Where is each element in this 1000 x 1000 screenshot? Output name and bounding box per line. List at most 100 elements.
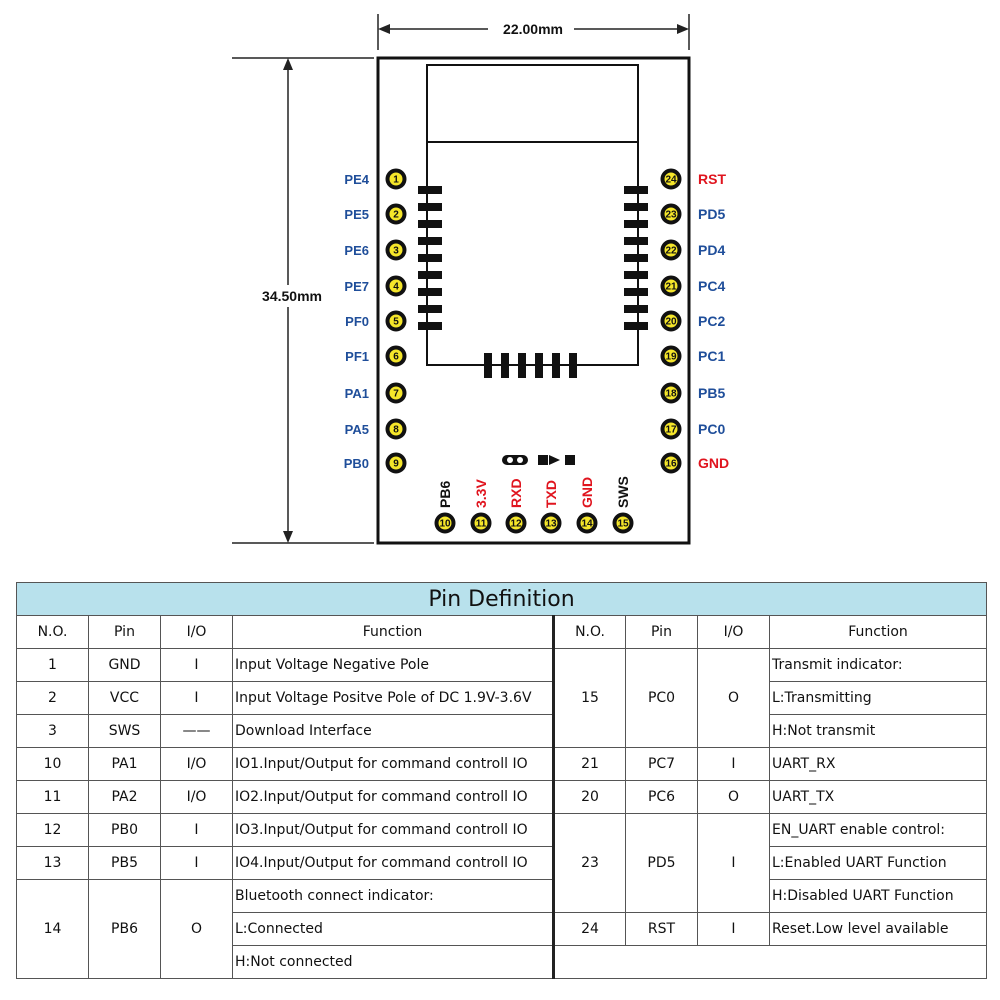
cell-no: 21	[553, 747, 626, 781]
cell-pin: PB0	[88, 813, 161, 847]
pin-number: 1	[393, 175, 399, 186]
pin-pad-24: 24	[660, 168, 682, 190]
header-io: I/O	[160, 615, 233, 649]
cell-pin: PD5	[625, 813, 698, 913]
pad-circle	[660, 418, 682, 440]
cell-function: H:Disabled UART Function	[769, 879, 987, 913]
pin-number: 20	[665, 317, 677, 328]
cell-function: L:Transmitting	[769, 681, 987, 715]
pin-label-13: TXD	[543, 480, 559, 508]
cell-io: I/O	[160, 780, 233, 814]
header-no: N.O.	[553, 615, 626, 649]
cell-pin: GND	[88, 648, 161, 682]
pin-pad-3: 3	[385, 239, 407, 261]
cell-no: 11	[16, 780, 89, 814]
pin-number: 4	[393, 282, 399, 293]
cell-pin: VCC	[88, 681, 161, 715]
bottom-castellation	[501, 353, 509, 378]
pin-number: 22	[665, 246, 677, 257]
right-castellation	[624, 186, 648, 194]
cell-io: I	[697, 813, 770, 913]
pin-pad-6: 6	[385, 345, 407, 367]
header-pin: Pin	[625, 615, 698, 649]
cell-no: 13	[16, 846, 89, 880]
castellation-pads	[418, 186, 648, 378]
pin-label-11: 3.3V	[473, 479, 489, 508]
right-castellation	[624, 220, 648, 228]
pad-circle	[660, 203, 682, 225]
empty-cell	[553, 945, 987, 979]
pad-circle	[660, 345, 682, 367]
cell-pin: RST	[625, 912, 698, 946]
bottom-castellation	[552, 353, 560, 378]
cell-io: I/O	[160, 747, 233, 781]
left-castellation	[418, 305, 442, 313]
pin-label-4: PE7	[344, 279, 369, 294]
pin-label-10: PB6	[437, 481, 453, 508]
pin-pad-12: 12	[505, 512, 527, 534]
pad-circle	[385, 452, 407, 474]
table-row: 2 VCC I Input Voltage Positve Pole of DC…	[16, 681, 987, 715]
cell-no: 2	[16, 681, 89, 715]
pin-label-1: PE4	[344, 172, 369, 187]
cell-function: L:Connected	[232, 912, 555, 946]
table-row: H:Not connected	[17, 945, 987, 979]
pin-pad-4: 4	[385, 275, 407, 297]
cell-pin: PB5	[88, 846, 161, 880]
cell-io: I	[160, 813, 233, 847]
pin-number: 24	[665, 175, 677, 186]
pin-number: 14	[581, 519, 593, 530]
pin-label-12: RXD	[508, 478, 524, 508]
height-label: 34.50mm	[262, 288, 322, 304]
pin-number: 10	[439, 519, 451, 530]
cell-pin: PA1	[88, 747, 161, 781]
pin-label-8: PA5	[345, 422, 369, 437]
left-castellation	[418, 237, 442, 245]
pin-number: 23	[665, 210, 677, 221]
table-row: 10 PA1 I/O IO1.Input/Output for command …	[16, 747, 987, 781]
left-castellation	[418, 203, 442, 211]
pin-pad-15: 15	[612, 512, 634, 534]
pin-pad-1: 1	[385, 168, 407, 190]
pad-circle	[385, 418, 407, 440]
pin-definition-table: Pin Definition N.O. Pin I/O Function N.O…	[16, 582, 987, 979]
bottom-castellation	[518, 353, 526, 378]
pin-pad-22: 22	[660, 239, 682, 261]
cell-function: UART_RX	[769, 747, 987, 781]
pin-label-21: PC4	[698, 278, 725, 294]
cell-pin: PA2	[88, 780, 161, 814]
cell-no: 23	[553, 813, 626, 913]
cell-io: I	[697, 747, 770, 781]
right-castellation	[624, 305, 648, 313]
cell-function: IO4.Input/Output for command controll IO	[232, 846, 555, 880]
pin-pad-11: 11	[470, 512, 492, 534]
pin-number: 6	[393, 352, 399, 363]
cell-no: 1	[16, 648, 89, 682]
pad-circle	[385, 239, 407, 261]
pin-label-20: PC2	[698, 313, 725, 329]
pin-label-18: PB5	[698, 385, 725, 401]
right-castellation	[624, 271, 648, 279]
cell-function: IO2.Input/Output for command controll IO	[232, 780, 555, 814]
pin-pad-14: 14	[576, 512, 598, 534]
cell-function: H:Not connected	[232, 945, 555, 979]
pin-pad-16: 16	[660, 452, 682, 474]
pin-label-7: PA1	[345, 386, 369, 401]
table-row: 11 PA2 I/O IO2.Input/Output for command …	[16, 780, 987, 814]
bottom-castellation	[569, 353, 577, 378]
left-castellation	[418, 288, 442, 296]
cell-no: 3	[16, 714, 89, 748]
table-row: 13 PB5 I IO4.Input/Output for command co…	[16, 846, 987, 880]
pad-circle	[385, 382, 407, 404]
module-diagram: 22.00mm 34.50mm 1PE42PE53PE64PE75PF06PF1…	[232, 14, 729, 545]
pin-number: 11	[476, 519, 487, 530]
cell-io: ——	[160, 714, 233, 748]
pin-number: 7	[393, 389, 399, 400]
cell-function: IO3.Input/Output for command controll IO	[232, 813, 555, 847]
pin-label-14: GND	[579, 477, 595, 508]
cell-no: 15	[553, 648, 626, 748]
cell-pin: SWS	[88, 714, 161, 748]
pin-number: 21	[665, 282, 677, 293]
cell-function: IO1.Input/Output for command controll IO	[232, 747, 555, 781]
